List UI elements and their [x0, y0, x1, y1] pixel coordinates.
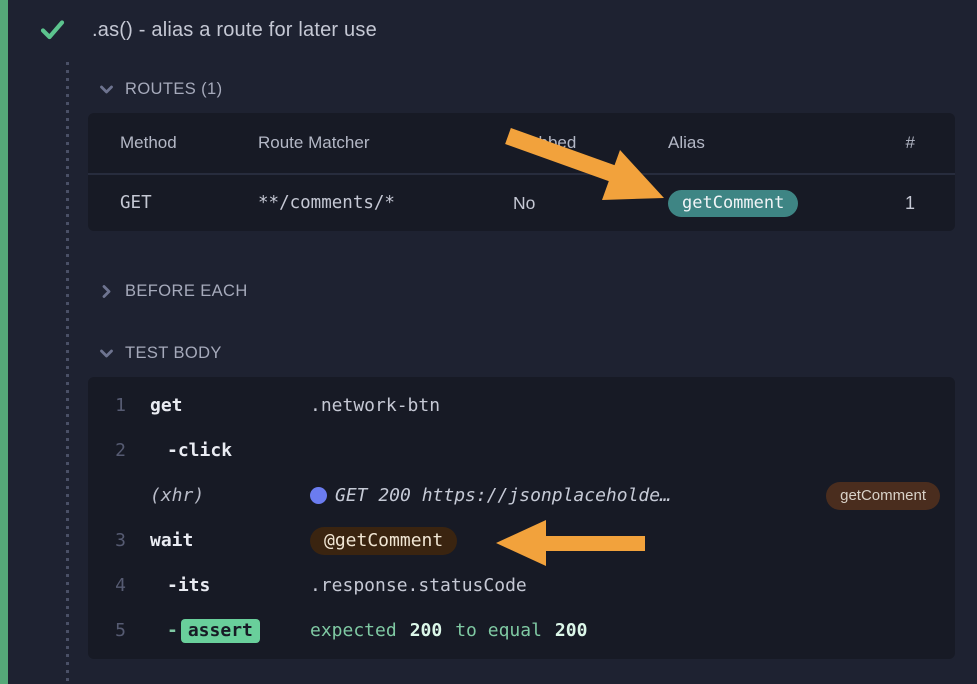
- assert-expected-value: 200: [554, 620, 588, 641]
- route-count-cell: 1: [904, 192, 915, 213]
- command-name: -assert: [150, 618, 310, 643]
- command-number: 4: [115, 575, 126, 596]
- route-stubbed-cell: No: [513, 192, 536, 213]
- assert-message-part: to equal: [455, 620, 542, 641]
- child-command-dash: -: [167, 575, 178, 596]
- assert-message-part: expected: [310, 620, 397, 641]
- command-args: .network-btn: [310, 395, 441, 416]
- command-args: @getComment: [310, 526, 458, 555]
- before-each-label: BEFORE EACH: [125, 281, 248, 300]
- test-body-section-header[interactable]: TEST BODY: [98, 341, 977, 365]
- command-args: .response.statusCode: [310, 575, 527, 596]
- child-command-dash: -: [167, 619, 178, 641]
- route-row: GET **/comments/* No getComment 1: [88, 175, 955, 231]
- command-name-text: its: [177, 575, 211, 596]
- command-row-wait[interactable]: 3 wait @getComment: [88, 518, 955, 563]
- route-method-cell: GET: [120, 193, 152, 213]
- chevron-right-icon: [98, 283, 115, 300]
- xhr-route-dot-icon: [310, 487, 327, 504]
- command-name-text: click: [177, 440, 233, 461]
- routes-section-label: ROUTES (1): [125, 79, 223, 98]
- command-row-click[interactable]: 2 -click: [88, 428, 955, 473]
- command-row-get[interactable]: 1 get .network-btn: [88, 383, 955, 428]
- test-body-label: TEST BODY: [125, 343, 222, 362]
- column-header-method: Method: [120, 133, 177, 152]
- alias-badge: getComment: [668, 189, 799, 217]
- command-row-assert[interactable]: 5 -assert expected 200 to equal 200: [88, 608, 955, 653]
- test-pass-indicator: [0, 0, 8, 684]
- command-number: 3: [115, 530, 126, 551]
- column-header-stubbed: Stubbed: [513, 133, 577, 152]
- child-command-dash: -: [167, 440, 178, 461]
- wait-alias-badge: @getComment: [310, 526, 458, 555]
- routes-table-header: Method Route Matcher Stubbed Alias #: [88, 113, 955, 175]
- xhr-details: GET 200 https://jsonplaceholde… getComme…: [310, 481, 940, 510]
- command-name: -click: [150, 440, 310, 461]
- route-matcher-cell: **/comments/*: [258, 193, 395, 213]
- command-number: 2: [115, 440, 126, 461]
- chevron-down-icon: [98, 81, 115, 98]
- route-alias-cell: getComment: [668, 189, 900, 217]
- command-row-xhr[interactable]: (xhr) GET 200 https://jsonplaceholde… ge…: [88, 473, 955, 518]
- xhr-request-text: GET 200 https://jsonplaceholde…: [335, 485, 671, 506]
- command-log: 1 get .network-btn 2 -click (xhr) GET 20…: [88, 377, 955, 659]
- test-content-guide-line: [66, 62, 69, 684]
- assert-message: expected 200 to equal 200: [310, 620, 600, 641]
- test-title-row[interactable]: .as() - alias a route for later use: [0, 0, 977, 44]
- routes-section-header[interactable]: ROUTES (1): [98, 77, 977, 101]
- column-header-matcher: Route Matcher: [258, 133, 370, 152]
- check-icon: [40, 19, 66, 41]
- command-name: get: [150, 395, 183, 416]
- routes-table: Method Route Matcher Stubbed Alias # GET…: [88, 113, 955, 231]
- command-number: 5: [115, 620, 126, 641]
- command-row-its[interactable]: 4 -its .response.statusCode: [88, 563, 955, 608]
- test-title: .as() - alias a route for later use: [92, 18, 377, 41]
- chevron-down-icon: [98, 345, 115, 362]
- column-header-count: #: [905, 133, 915, 152]
- before-each-section-header[interactable]: BEFORE EACH: [98, 279, 977, 303]
- command-name: -its: [150, 575, 310, 596]
- xhr-event-label: (xhr): [150, 485, 205, 506]
- command-number: 1: [115, 395, 126, 416]
- command-name: wait: [150, 530, 194, 551]
- xhr-alias-badge: getComment: [826, 481, 940, 510]
- assert-actual-value: 200: [409, 620, 443, 641]
- assert-badge: assert: [180, 618, 260, 643]
- column-header-alias: Alias: [668, 133, 705, 152]
